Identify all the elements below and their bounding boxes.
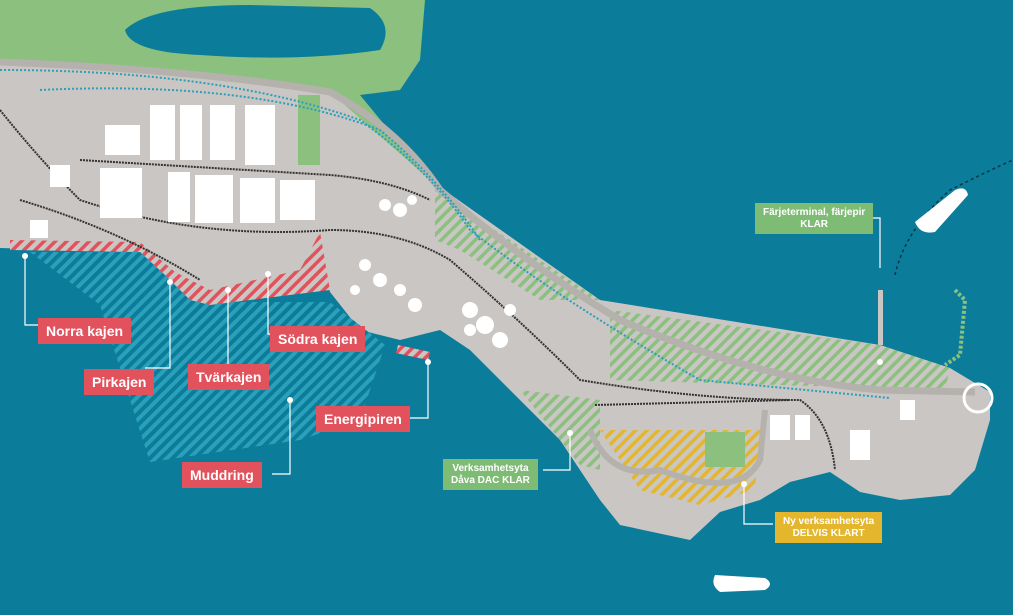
inner-road	[587, 409, 768, 486]
dava-title: Verksamhetsyta	[452, 463, 529, 474]
label-norra-kajen[interactable]: Norra kajen	[38, 318, 132, 345]
green-park	[705, 432, 745, 467]
label-ferry-terminal[interactable]: Färjeterminal, färjepir KLAR	[755, 203, 874, 234]
roundabout	[962, 382, 994, 414]
black-rail	[0, 109, 836, 471]
cargo-ship-icon	[713, 575, 770, 592]
black-rail-2	[79, 159, 431, 201]
green-hatch-dava	[520, 390, 600, 470]
green-hatch-east	[610, 310, 950, 390]
ferry-route	[894, 159, 1013, 276]
ny-status: DELVIS KLART	[792, 527, 865, 539]
label-pirkajen[interactable]: Pirkajen	[84, 369, 155, 396]
main-road	[0, 58, 976, 396]
label-tvarkajen[interactable]: Tvärkajen	[188, 364, 270, 391]
teal-rail-2	[39, 87, 481, 241]
ferry-pier	[878, 290, 883, 345]
ny-title: Ny verksamhetsyta	[783, 516, 875, 527]
green-strip	[298, 95, 320, 165]
energipiren-red	[396, 345, 430, 360]
tanks	[350, 195, 516, 348]
label-verksamhetsyta-dava[interactable]: Verksamhetsyta Dåva DAC KLAR	[443, 459, 538, 490]
teal-rail	[0, 69, 891, 399]
ferry-title: Färjeterminal, färjepir	[763, 207, 866, 218]
muddring-area	[30, 252, 385, 462]
marker-dots	[22, 253, 883, 487]
label-energipiren[interactable]: Energipiren	[316, 406, 410, 433]
ferry-status: KLAR	[800, 218, 829, 230]
east-green-edge	[943, 288, 968, 367]
black-rail-3	[594, 399, 791, 406]
label-ny-verksamhetsyta[interactable]: Ny verksamhetsyta DELVIS KLART	[775, 512, 883, 543]
quay-red-area	[10, 232, 330, 305]
lake	[125, 5, 386, 58]
buildings	[30, 105, 915, 460]
label-muddring[interactable]: Muddring	[182, 462, 262, 489]
ferry-ship-icon	[915, 188, 968, 233]
label-sodra-kajen[interactable]: Södra kajen	[270, 326, 366, 353]
leader-lines	[24, 217, 881, 525]
black-rail-4	[19, 199, 201, 281]
dava-status: Dåva DAC KLAR	[451, 474, 530, 486]
